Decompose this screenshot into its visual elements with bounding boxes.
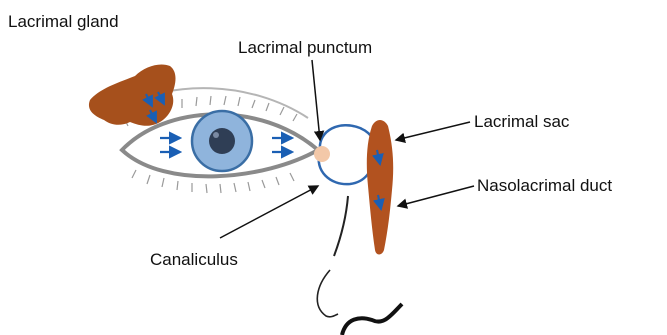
label-nasolacrimal-duct: Nasolacrimal duct (477, 176, 612, 196)
lacrimal-sac (367, 120, 393, 255)
leader-duct (398, 186, 474, 206)
leader-punctum (312, 60, 320, 140)
label-lacrimal-gland: Lacrimal gland (8, 12, 119, 32)
label-lacrimal-sac: Lacrimal sac (474, 112, 569, 132)
nose-outline (334, 196, 348, 256)
label-lacrimal-punctum: Lacrimal punctum (238, 38, 372, 58)
leader-sac (396, 122, 470, 140)
lacrimal-gland (89, 64, 176, 125)
lacrimal-punctum (314, 146, 330, 162)
nostril-outline (317, 270, 338, 317)
leader-canaliculus (220, 186, 318, 238)
nose-tip-curl (342, 304, 402, 335)
pupil-highlight (213, 132, 219, 138)
label-canaliculus: Canaliculus (150, 250, 238, 270)
pupil (209, 128, 235, 154)
